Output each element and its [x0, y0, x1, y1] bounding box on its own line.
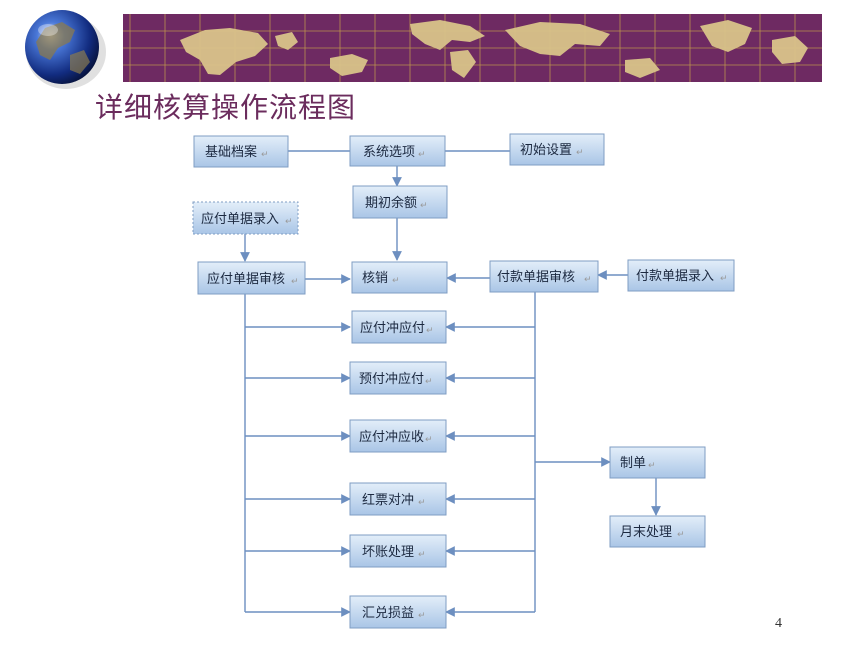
paragraph-mark: ↵ [426, 326, 434, 336]
node-label: 系统选项 [363, 145, 415, 160]
node-yfdjsh[interactable]: 应付单据审核 ↵ [197, 261, 306, 295]
node-label: 应付冲应付 [360, 320, 425, 336]
globe-land [36, 22, 75, 60]
node-label: 核销 [362, 271, 388, 286]
connectors [240, 150, 661, 617]
paragraph-mark: ↵ [677, 530, 685, 540]
paragraph-mark: ↵ [418, 611, 426, 621]
paragraph-mark: ↵ [418, 498, 426, 508]
node-yfdjlr[interactable]: 应付单据录入 ↵ [192, 201, 299, 235]
paragraph-mark: ↵ [576, 148, 584, 158]
node-label: 坏账处理 [362, 545, 414, 560]
paragraph-mark: ↵ [648, 461, 656, 471]
paragraph-mark: ↵ [392, 276, 400, 286]
node-label: 应付单据审核 [207, 271, 285, 287]
banner-continents [180, 20, 808, 78]
paragraph-mark: ↵ [720, 274, 728, 284]
node-hdsy[interactable]: 汇兑损益 ↵ [349, 595, 447, 629]
slide-title: 详细核算操作流程图 [95, 91, 357, 124]
node-yfcyf[interactable]: 应付冲应付 ↵ [351, 310, 447, 344]
paragraph-mark: ↵ [291, 277, 299, 287]
paragraph-mark: ↵ [285, 217, 293, 227]
node-fkdjlr[interactable]: 付款单据录入 ↵ [627, 259, 735, 292]
node-label: 月末处理 [620, 525, 672, 540]
node-label: 预付冲应付 [359, 371, 424, 387]
paragraph-mark: ↵ [418, 150, 426, 160]
paragraph-mark: ↵ [425, 435, 433, 445]
node-hx[interactable]: 核销 ↵ [351, 261, 448, 294]
node-label: 初始设置 [520, 143, 572, 158]
globe-highlight [38, 24, 58, 36]
node-fkdjsh[interactable]: 付款单据审核 ↵ [489, 260, 599, 293]
paragraph-mark: ↵ [261, 150, 269, 160]
node-label: 基础档案 [205, 145, 257, 160]
node-label: 期初余额 [365, 195, 417, 211]
node-hzcl[interactable]: 坏账处理 ↵ [349, 534, 447, 568]
node-label: 红票对冲 [362, 492, 414, 508]
node-hpdc[interactable]: 红票对冲 ↵ [349, 482, 447, 516]
node-label: 应付单据录入 [201, 211, 279, 227]
header-banner [25, 10, 822, 89]
node-yfcyf2[interactable]: 预付冲应付 ↵ [349, 361, 447, 395]
node-qcye[interactable]: 期初余额 ↵ [352, 185, 448, 219]
node-label: 付款单据审核 [497, 270, 575, 285]
node-jcda[interactable]: 基础档案 ↵ [193, 135, 289, 168]
paragraph-mark: ↵ [425, 377, 433, 387]
node-label: 汇兑损益 [362, 606, 414, 621]
paragraph-mark: ↵ [584, 275, 592, 285]
node-ymcl[interactable]: 月末处理 ↵ [609, 515, 706, 548]
paragraph-mark: ↵ [418, 550, 426, 560]
node-label: 应付冲应收 [359, 429, 424, 445]
node-label: 制单 [620, 456, 646, 471]
node-yfcys[interactable]: 应付冲应收 ↵ [349, 419, 447, 453]
page-number: 4 [775, 616, 782, 631]
paragraph-mark: ↵ [420, 201, 428, 211]
node-cssz[interactable]: 初始设置 ↵ [509, 133, 605, 166]
node-zd[interactable]: 制单 ↵ [609, 446, 706, 479]
banner-curve [95, 14, 123, 82]
globe-land-2 [70, 50, 90, 74]
node-label: 付款单据录入 [636, 269, 714, 284]
node-xtxx[interactable]: 系统选项 ↵ [349, 135, 446, 167]
